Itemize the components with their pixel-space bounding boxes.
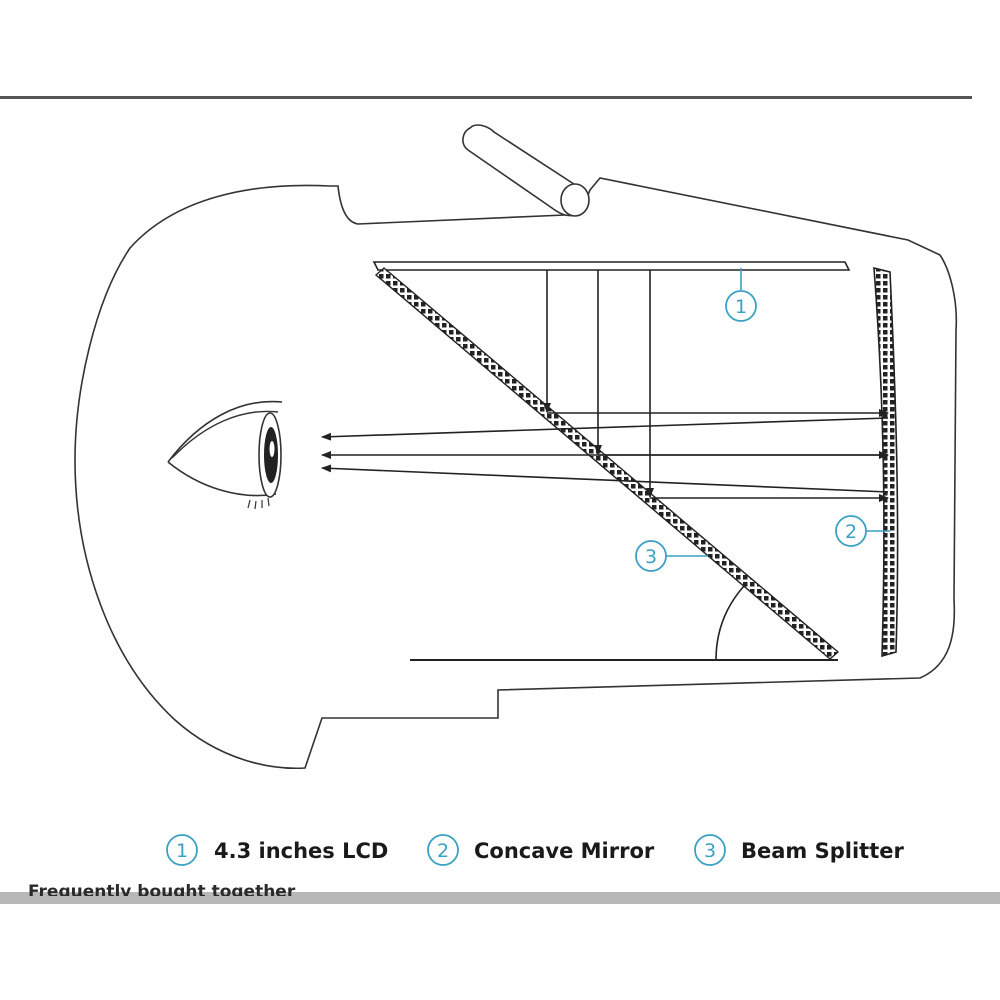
callout-3: 3 <box>635 540 667 572</box>
legend-item-splitter: 3 Beam Splitter <box>694 834 904 866</box>
svg-text:3: 3 <box>704 840 716 862</box>
svg-text:1: 1 <box>176 840 188 862</box>
section-heading-text: Frequently bought together <box>28 884 296 896</box>
ray-to-eye-1 <box>321 417 889 441</box>
ray-to-eye-3 <box>321 464 889 493</box>
svg-text:1: 1 <box>735 296 747 318</box>
svg-text:Concave Mirror: Concave Mirror <box>474 839 655 863</box>
eye-icon <box>167 400 283 510</box>
beam-splitter <box>374 267 840 660</box>
top-divider <box>0 96 972 99</box>
callout-2: 2 <box>835 515 867 547</box>
svg-text:4.3 inches LCD: 4.3 inches LCD <box>214 839 388 863</box>
bottom-divider <box>0 892 1000 904</box>
legend-item-mirror: 2 Concave Mirror <box>427 834 655 866</box>
concave-mirror <box>873 266 899 658</box>
section-heading-cut-off: Frequently bought together <box>28 884 348 896</box>
svg-text:3: 3 <box>645 546 657 568</box>
legend: 1 4.3 inches LCD 2 Concave Mirror 3 Beam… <box>166 834 904 866</box>
angle-arc <box>715 585 745 661</box>
svg-text:2: 2 <box>437 840 449 862</box>
svg-text:Beam Splitter: Beam Splitter <box>741 839 904 863</box>
svg-text:2: 2 <box>845 521 857 543</box>
legend-item-lcd: 1 4.3 inches LCD <box>166 834 388 866</box>
lcd-panel <box>372 261 851 271</box>
callout-1: 1 <box>725 290 757 322</box>
